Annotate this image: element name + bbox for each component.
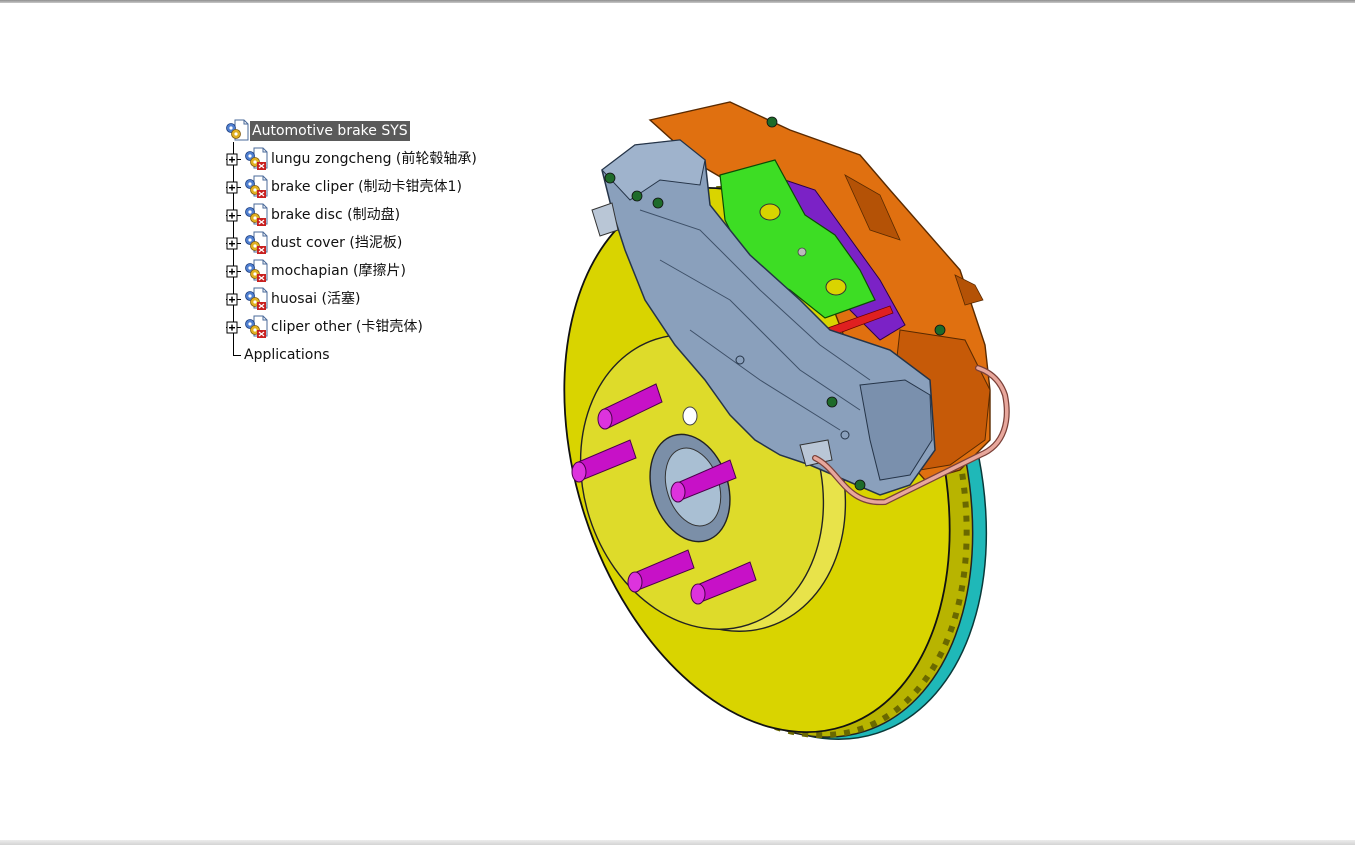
- tree-node-label[interactable]: lungu zongcheng (前轮毂轴承): [271, 151, 477, 167]
- tree-node-huosai[interactable]: huosai (活塞): [226, 287, 626, 311]
- part-instance-icon[interactable]: [243, 175, 269, 199]
- tree-node-label[interactable]: brake cliper (制动卡钳壳体1): [271, 179, 462, 195]
- tree-node-label[interactable]: dust cover (挡泥板): [271, 235, 403, 251]
- expand-icon[interactable]: [226, 237, 241, 250]
- tree-node-applications[interactable]: Applications: [244, 347, 330, 363]
- tree-connector-elbow: [233, 355, 241, 356]
- part-instance-icon[interactable]: [243, 315, 269, 339]
- expand-icon[interactable]: [226, 181, 241, 194]
- product-assembly-icon[interactable]: [224, 119, 250, 143]
- tree-node-label[interactable]: cliper other (卡钳壳体): [271, 319, 423, 335]
- expand-icon[interactable]: [226, 265, 241, 278]
- tree-node-label[interactable]: brake disc (制动盘): [271, 207, 401, 223]
- expand-icon[interactable]: [226, 153, 241, 166]
- tree-node-mochapian[interactable]: mochapian (摩擦片): [226, 259, 626, 283]
- tree-node-brake-disc[interactable]: brake disc (制动盘): [226, 203, 626, 227]
- expand-icon[interactable]: [226, 209, 241, 222]
- expand-icon[interactable]: [226, 321, 241, 334]
- brake-assembly-3d-model[interactable]: [540, 95, 1040, 760]
- tree-node-brake-cliper[interactable]: brake cliper (制动卡钳壳体1): [226, 175, 626, 199]
- tree-node-label[interactable]: huosai (活塞): [271, 291, 361, 307]
- tree-node-cliper-other[interactable]: cliper other (卡钳壳体): [226, 315, 626, 339]
- part-instance-icon[interactable]: [243, 287, 269, 311]
- tree-node-label[interactable]: mochapian (摩擦片): [271, 263, 406, 279]
- tree-node-lungu-zongcheng[interactable]: lungu zongcheng (前轮毂轴承): [226, 147, 626, 171]
- part-instance-icon[interactable]: [243, 147, 269, 171]
- part-instance-icon[interactable]: [243, 231, 269, 255]
- tree-root-label[interactable]: Automotive brake SYS: [250, 121, 410, 141]
- tree-node-dust-cover[interactable]: dust cover (挡泥板): [226, 231, 626, 255]
- window-top-border: [0, 0, 1355, 3]
- expand-icon[interactable]: [226, 293, 241, 306]
- window-bottom-border: [0, 840, 1355, 845]
- part-instance-icon[interactable]: [243, 203, 269, 227]
- part-instance-icon[interactable]: [243, 259, 269, 283]
